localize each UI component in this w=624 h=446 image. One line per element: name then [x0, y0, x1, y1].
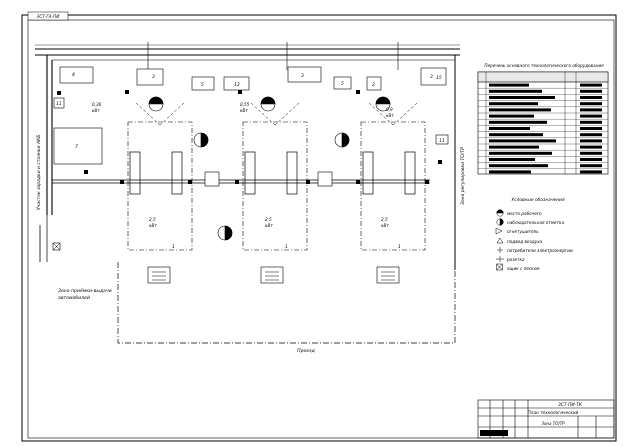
- svg-text:4: 4: [72, 72, 75, 78]
- zone-boundary: [117, 262, 456, 344]
- svg-text:потребители электроэнергии: потребители электроэнергии: [507, 248, 573, 253]
- svg-text:кВт: кВт: [265, 223, 273, 228]
- table-cell-bar: [580, 164, 602, 168]
- table-cell-bar: [580, 108, 602, 112]
- svg-text:15: 15: [436, 75, 442, 81]
- svg-text:3: 3: [430, 74, 433, 80]
- table-cell-bar: [580, 96, 602, 99]
- svg-text:наблюдательная отметка: наблюдательная отметка: [507, 220, 565, 225]
- consumer-markers: [57, 90, 442, 184]
- equipment-table-title: Перечень основного технологического обор…: [484, 63, 604, 68]
- svg-text:кВт: кВт: [149, 223, 157, 228]
- worker-place-icon: [148, 96, 391, 241]
- table-cell-bar: [580, 151, 602, 155]
- table-cell-bar: [580, 127, 602, 130]
- svg-text:1: 1: [398, 244, 401, 250]
- svg-text:2,5: 2,5: [149, 217, 156, 222]
- table-cell-bar: [580, 89, 602, 93]
- left-wall-label: Участок зарядки и стоянки АКБ: [36, 135, 42, 210]
- lift-columns: [129, 151, 416, 195]
- svg-text:11: 11: [56, 101, 62, 107]
- equipment-top: [53, 66, 449, 165]
- title-block-sheet: Зона ТО/ТР: [541, 421, 565, 426]
- title-block: [477, 399, 615, 439]
- table-cell-bar: [489, 127, 530, 130]
- top-stamp-text: ЗСТ-ГА-ПИ: [37, 14, 61, 19]
- svg-text:2,5: 2,5: [265, 217, 272, 222]
- svg-text:кВт: кВт: [381, 223, 389, 228]
- table-cell-bar: [489, 114, 534, 118]
- svg-text:розетка: розетка: [506, 257, 525, 262]
- title-block-code: ЗСТ-ПИ-ТК: [558, 402, 583, 408]
- table-cell-bar: [580, 120, 602, 124]
- mid-equipment: [204, 171, 333, 187]
- svg-text:огнетушитель: огнетушитель: [507, 229, 539, 234]
- bottom-left-label-line2: автомобилей: [58, 295, 90, 301]
- equipment-table: [477, 71, 609, 175]
- table-cell-bar: [580, 170, 602, 174]
- legend-title: Условные обозначения: [511, 197, 565, 203]
- inner-frame: [27, 19, 615, 439]
- svg-text:1: 1: [285, 244, 288, 250]
- svg-text:7: 7: [75, 144, 78, 150]
- svg-text:1: 1: [172, 244, 175, 250]
- table-cell-bar: [489, 164, 548, 168]
- table-cell-bar: [489, 170, 531, 174]
- svg-text:2,5: 2,5: [381, 217, 388, 222]
- table-cell-bar: [489, 139, 556, 143]
- table-cell-bar: [489, 145, 539, 149]
- table-cell-bar: [489, 83, 529, 87]
- svg-text:2: 2: [372, 82, 375, 88]
- title-block-name: План технологический: [528, 410, 579, 415]
- svg-text:3: 3: [301, 73, 304, 79]
- right-wall-label: Зона регулировки ТО/ТР: [460, 147, 466, 205]
- post-bays: [127, 121, 426, 251]
- post-beams: [135, 102, 418, 126]
- svg-text:11: 11: [439, 138, 445, 144]
- cross-rails: [52, 179, 430, 184]
- svg-text:5: 5: [201, 82, 204, 88]
- svg-text:0,55: 0,55: [240, 102, 250, 107]
- svg-text:ящик с песком: ящик с песком: [507, 266, 540, 271]
- table-cell-bar: [580, 102, 602, 106]
- svg-text:кВт: кВт: [386, 113, 394, 118]
- table-cell-bar: [580, 133, 602, 137]
- table-cell-bar: [489, 96, 555, 99]
- table-cell-bar: [580, 139, 602, 143]
- legend-symbols: [495, 209, 504, 271]
- table-cell-bar: [580, 114, 602, 118]
- table-cell-bar: [489, 89, 542, 93]
- outer-frame: [21, 14, 617, 442]
- svg-text:3: 3: [152, 74, 155, 80]
- table-cell-bar: [489, 158, 535, 161]
- svg-text:подвод воздуха: подвод воздуха: [507, 239, 543, 244]
- svg-text:0,36: 0,36: [92, 102, 102, 107]
- svg-text:0,9: 0,9: [386, 107, 393, 112]
- svg-text:место рабочего: место рабочего: [507, 211, 542, 216]
- svg-text:кВт: кВт: [92, 108, 100, 113]
- bottom-label: Проезд: [297, 348, 315, 354]
- table-cell-bar: [580, 83, 602, 87]
- top-stamp-box: [27, 11, 69, 21]
- svg-text:кВт: кВт: [240, 108, 248, 113]
- table-cell-bar: [489, 133, 543, 137]
- table-cell-bar: [489, 151, 552, 155]
- legend-labels: место рабочего наблюдательная отметка ог…: [506, 211, 573, 271]
- building-walls: [35, 42, 460, 270]
- table-cell-bar: [489, 102, 538, 106]
- bottom-left-label-line1: Зона приёмки-выдачи: [58, 288, 112, 294]
- svg-text:12: 12: [234, 82, 240, 88]
- wheel-stand-icon: [147, 266, 400, 284]
- table-cell-bar: [580, 158, 602, 161]
- table-cell-bar: [489, 120, 547, 124]
- table-cell-bar: [489, 108, 551, 112]
- svg-text:5: 5: [341, 81, 344, 87]
- table-cell-bar: [580, 145, 602, 149]
- title-block-fill: [480, 430, 508, 436]
